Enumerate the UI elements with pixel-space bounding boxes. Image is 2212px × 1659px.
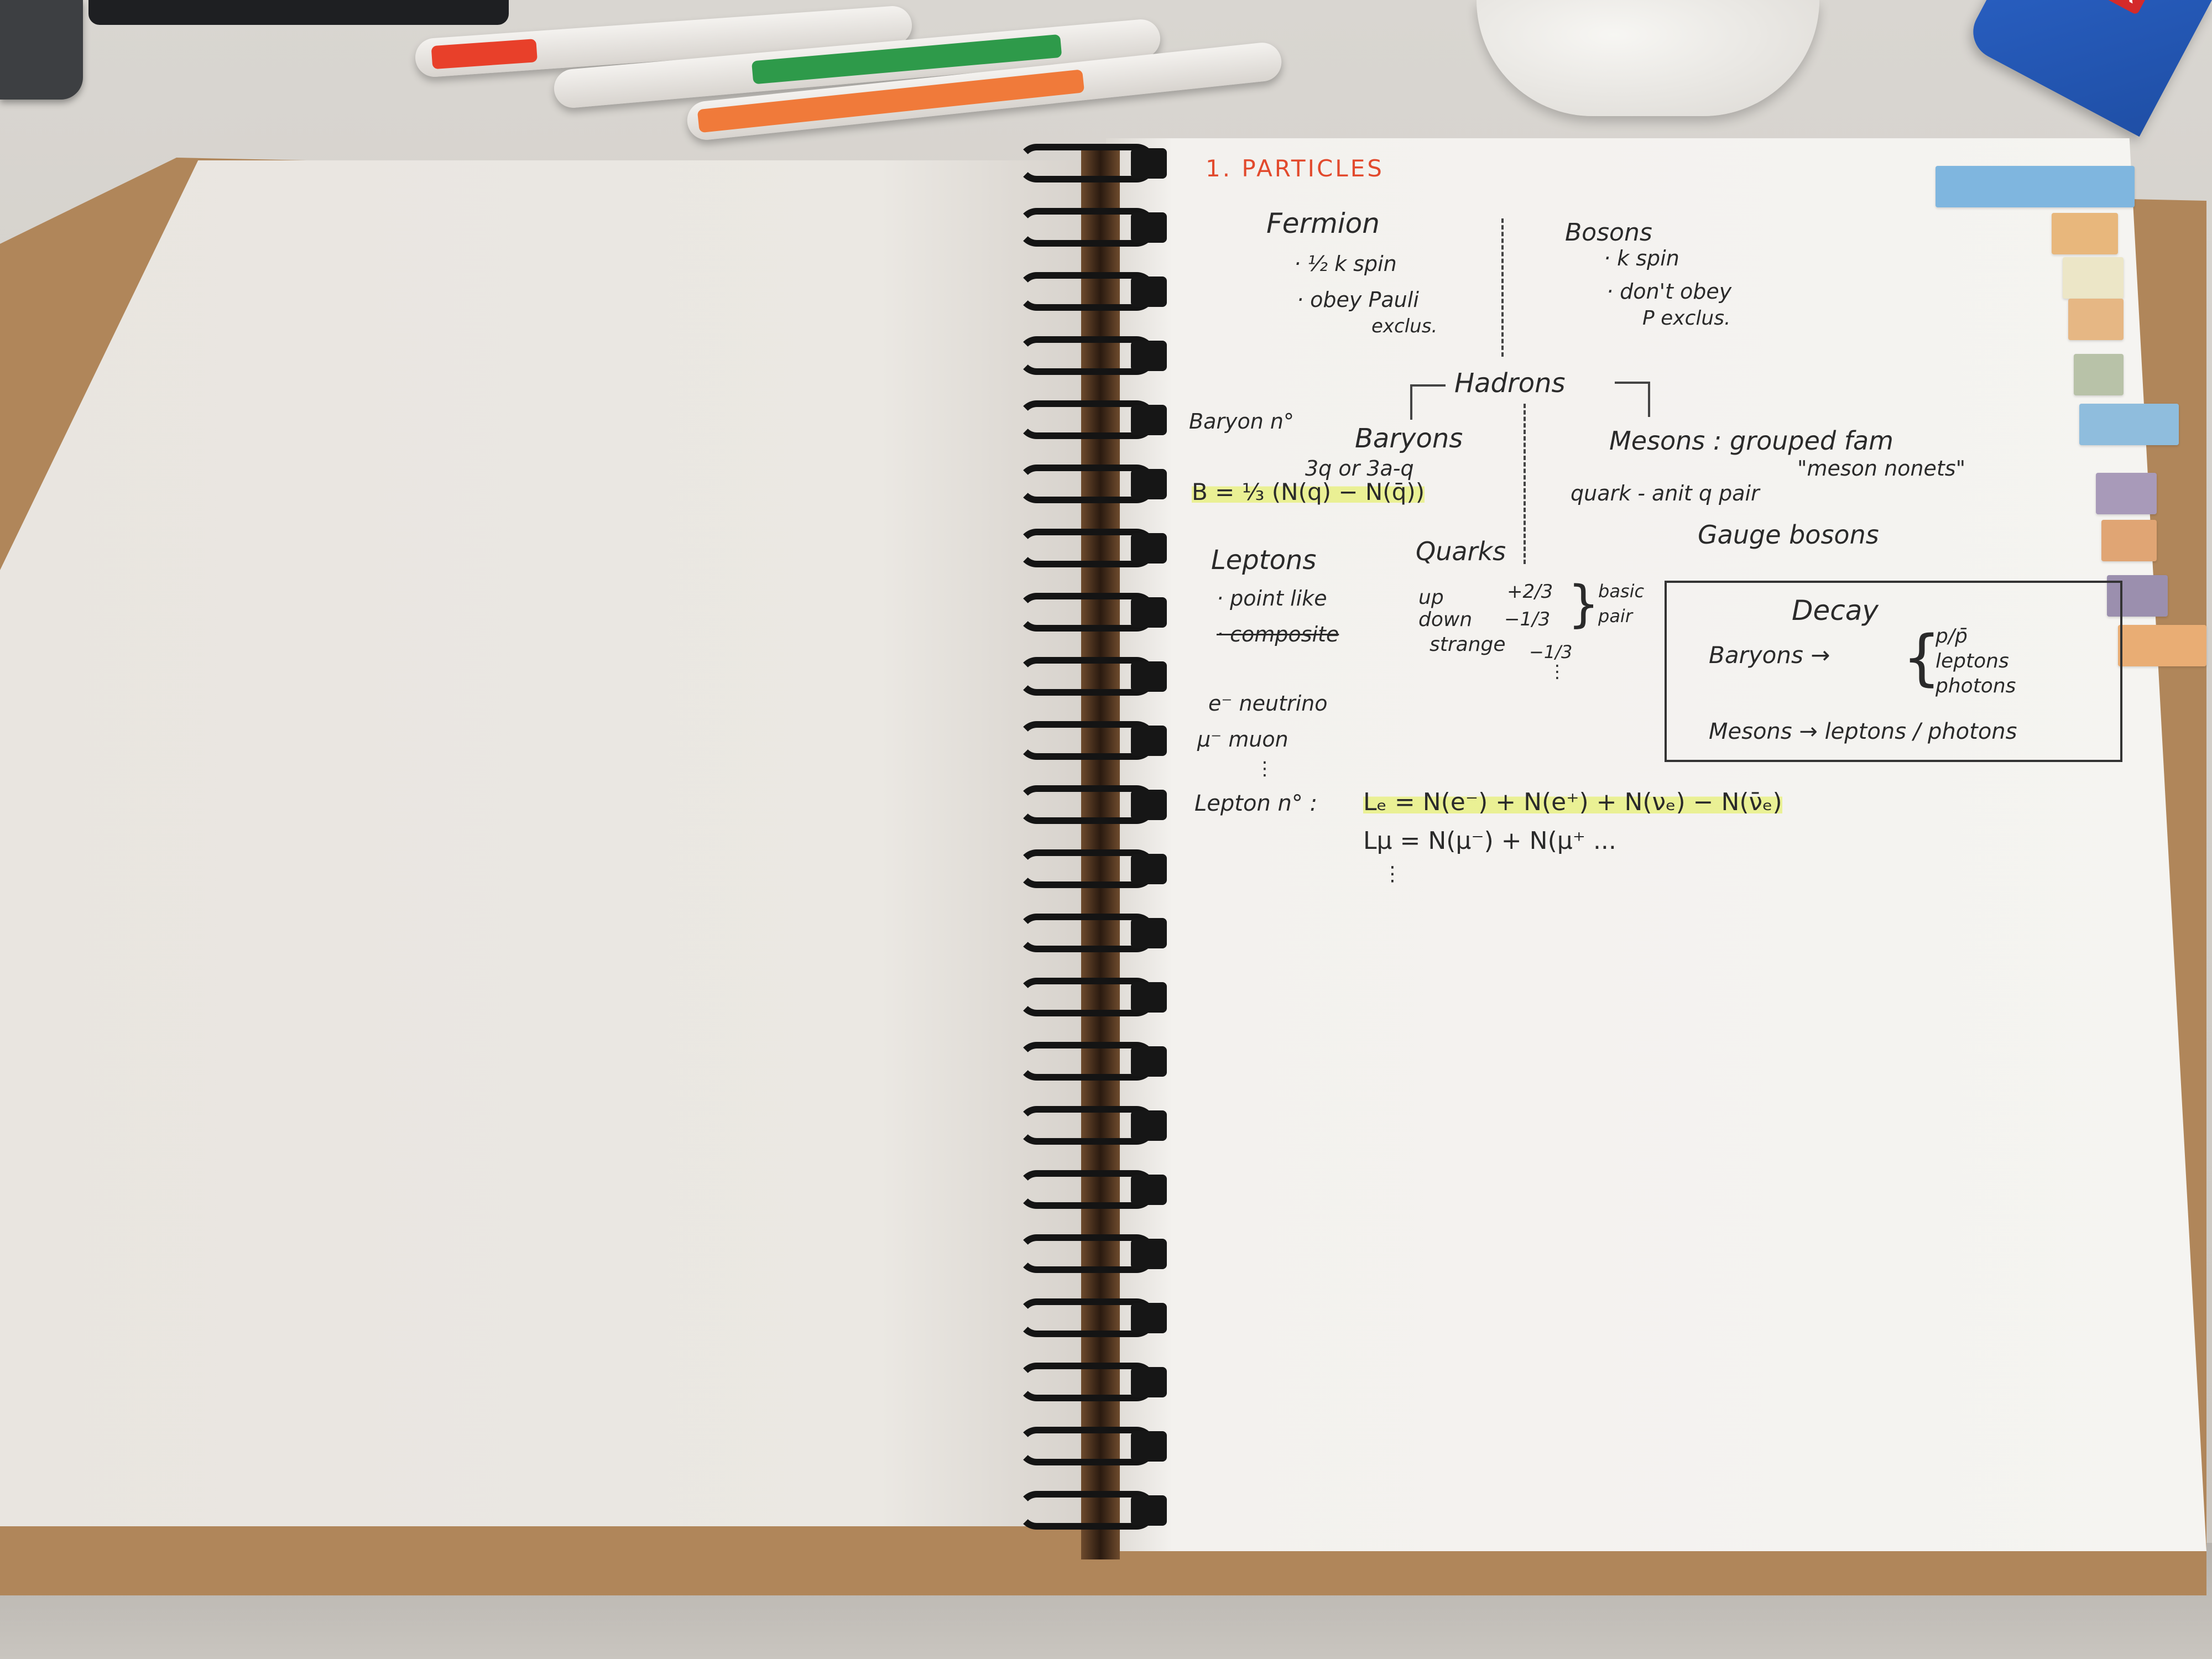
leptons-line-1: · point like <box>1217 586 1327 611</box>
correction-fluid-bottle: Tipp-Ex <box>1963 0 2212 137</box>
decay-product-1: p/p̄ <box>1936 625 1968 648</box>
spiral-coil-tab <box>1131 726 1167 756</box>
hadrons-heading: Hadrons <box>1454 368 1566 399</box>
leptons-heading: Leptons <box>1211 545 1317 576</box>
lepton-formula-electron: Lₑ = N(e⁻) + N(e⁺) + N(νₑ) − N(ν̄ₑ) <box>1363 788 1782 816</box>
quark-strange-name: strange <box>1430 633 1506 656</box>
bosons-line-2: · don't obey <box>1606 279 1732 304</box>
spiral-coil-tab <box>1131 276 1167 307</box>
tab-sage <box>2074 354 2124 395</box>
desk-device <box>0 0 83 100</box>
quark-down-charge: −1/3 <box>1504 608 1551 630</box>
baryon-formula: B = ⅓ (N(q) − N(q̄)) <box>1192 478 1425 505</box>
spiral-coil-tab <box>1131 341 1167 371</box>
tab-blue-2 <box>2079 404 2179 445</box>
baryon-number-label: Baryon n° <box>1189 409 1294 434</box>
spiral-coil-tab <box>1131 1046 1167 1077</box>
tab-orange-2 <box>2068 299 2124 340</box>
marker-red-band <box>431 39 538 70</box>
leptons-line-2: · composite <box>1217 622 1339 646</box>
lepton-formula-muon: Lμ = N(μ⁻) + N(μ⁺ ... <box>1363 827 1616 855</box>
spiral-coil-tab <box>1131 1303 1167 1333</box>
baryon-meson-divider <box>1524 404 1526 564</box>
spiral-coil-tab <box>1131 790 1167 820</box>
quarks-heading: Quarks <box>1416 536 1506 566</box>
fermion-boson-divider <box>1501 218 1504 357</box>
decay-brace: { <box>1902 622 1941 693</box>
spiral-coil-tab <box>1131 597 1167 628</box>
fermion-line-3: exclus. <box>1371 315 1438 337</box>
spiral-coil-tab <box>1131 1239 1167 1269</box>
spiral-coil-tab <box>1131 1495 1167 1526</box>
mesons-sub: "meson nonets" <box>1797 456 1966 481</box>
tab-orange-3 <box>2101 520 2157 561</box>
spiral-coil-tab <box>1131 533 1167 564</box>
spiral-coil-tab <box>1131 469 1167 499</box>
bosons-line-3: P exclus. <box>1642 307 1731 330</box>
mug <box>1477 0 1819 116</box>
quark-up-name: up <box>1418 586 1444 609</box>
spiral-coil-tab <box>1131 661 1167 692</box>
spiral-coil-tab <box>1131 212 1167 243</box>
fermion-line-1: · ½ k spin <box>1294 252 1397 276</box>
bosons-line-1: · k spin <box>1604 246 1679 270</box>
lepton-formula-more: ⋮ <box>1383 863 1402 885</box>
baryons-sub: 3q or 3a-q <box>1305 456 1414 481</box>
lepton-number-label: Lepton n° : <box>1194 791 1318 816</box>
spiral-coil-tab <box>1131 982 1167 1013</box>
spiral-coil-tab <box>1131 405 1167 435</box>
quark-note-1: basic <box>1598 581 1645 602</box>
lepton-item-muon: μ⁻ muon <box>1197 727 1288 752</box>
quark-strange-charge: −1/3 <box>1529 641 1573 662</box>
mesons-heading: Mesons : grouped fam <box>1609 426 1893 456</box>
spiral-coil-tab <box>1131 918 1167 948</box>
left-page <box>0 160 1100 1526</box>
spiral-coil <box>1018 657 1156 696</box>
decay-box <box>1665 581 2122 762</box>
desk-keyboard-edge <box>88 0 509 25</box>
baryons-heading: Baryons <box>1355 423 1463 454</box>
tab-purple-1 <box>2096 473 2157 514</box>
decay-baryons: Baryons → <box>1709 641 1830 669</box>
fermion-line-2: · obey Pauli <box>1297 288 1419 312</box>
spiral-coil-tab <box>1131 1431 1167 1462</box>
mesons-pair: quark - anit q pair <box>1571 481 1760 505</box>
corrector-label: Tipp-Ex <box>2042 0 2152 15</box>
quark-note-2: pair <box>1598 606 1632 627</box>
quark-up-charge: +2/3 <box>1507 581 1553 603</box>
hadrons-arrow-left <box>1410 384 1446 420</box>
hadrons-arrow-right <box>1615 382 1650 417</box>
tab-orange-4 <box>2118 625 2206 666</box>
bosons-heading: Bosons <box>1565 218 1652 247</box>
right-page <box>1106 138 2206 1551</box>
quark-down-name: down <box>1418 608 1473 631</box>
quarks-more: ⋮ <box>1548 661 1566 682</box>
lepton-item-electron: e⁻ neutrino <box>1208 691 1328 716</box>
lepton-item-more: ⋮ <box>1255 758 1274 780</box>
gauge-bosons-heading: Gauge bosons <box>1698 520 1879 550</box>
page-title: 1. PARTICLES <box>1206 155 1384 182</box>
spiral-coil-tab <box>1131 854 1167 884</box>
spiral-coil <box>1018 336 1156 375</box>
spiral-coil-tab <box>1131 1175 1167 1205</box>
spiral-coil-tab <box>1131 1367 1167 1397</box>
spiral-coil <box>1018 272 1156 311</box>
quark-brace: } <box>1568 575 1600 633</box>
decay-product-2: leptons <box>1936 650 2009 672</box>
decay-product-3: photons <box>1936 675 2016 697</box>
spiral-coil-tab <box>1131 148 1167 179</box>
decay-heading: Decay <box>1792 594 1879 627</box>
spiral-coil-tab <box>1131 1110 1167 1141</box>
tab-cream <box>2063 257 2124 299</box>
fermion-heading: Fermion <box>1266 207 1380 239</box>
tab-blue <box>1936 166 2135 207</box>
decay-mesons: Mesons → leptons / photons <box>1709 719 2017 744</box>
tab-orange-1 <box>2052 213 2118 254</box>
